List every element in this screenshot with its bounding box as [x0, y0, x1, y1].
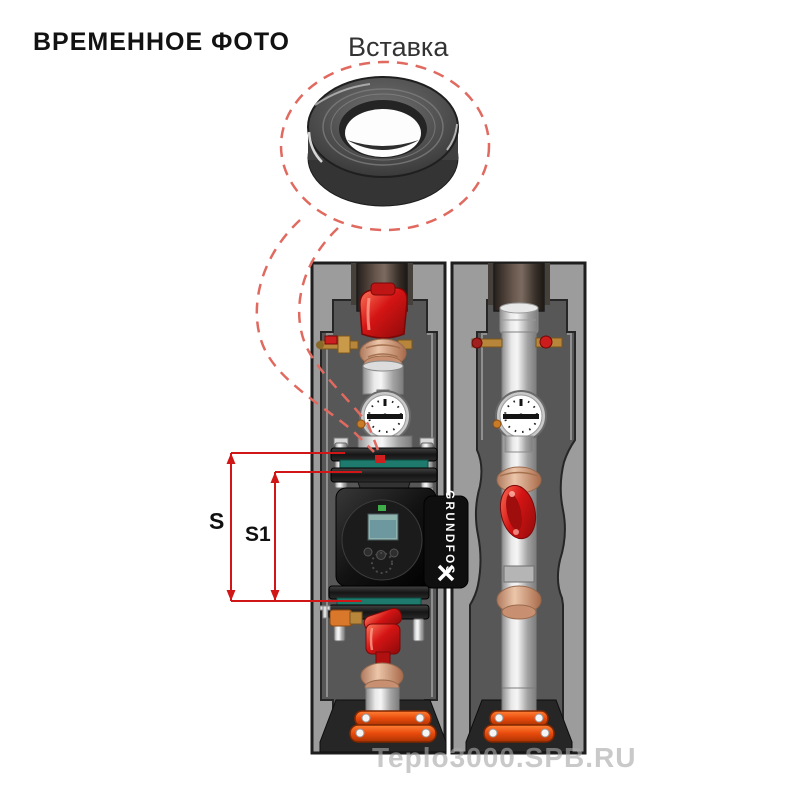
ball-valve-top-icon — [359, 282, 408, 339]
insert-callout-label: Вставка — [348, 32, 449, 62]
insulation-ring-icon — [307, 76, 459, 207]
grundfos-logo-icon — [437, 564, 455, 582]
dimension-s-label: S — [209, 508, 225, 534]
dimension-s1-label: S1 — [245, 523, 271, 546]
check-valve-red-icon — [499, 484, 537, 540]
clamp-coupling-right-icon — [483, 710, 555, 743]
callout-dashed-lines — [255, 60, 491, 453]
sensor-fitting-left-icon — [316, 335, 359, 354]
sensor-fitting-right-column-right-icon — [535, 335, 563, 349]
sensor-fitting-right-column-left-icon — [471, 337, 503, 349]
callout-target-dot — [375, 455, 385, 463]
pipe-section — [362, 360, 404, 395]
union-nut-right-bottom-icon — [496, 585, 542, 620]
thermometer-gauge-right-icon — [492, 390, 547, 453]
watermark-text: Teplo3000.SPB.RU — [372, 742, 637, 773]
page-title: ВРЕМЕННОЕ ФОТО — [33, 28, 290, 56]
dimension-arrowheads — [226, 453, 280, 601]
drain-valve-icon — [319, 605, 363, 627]
dimension-lines — [230, 452, 362, 602]
thermometer-gauge-left-icon — [356, 389, 411, 442]
pump-brand-label: GRUNDFOS — [443, 490, 455, 576]
pipe-collar-right — [503, 565, 535, 583]
clamp-coupling-left-icon — [349, 710, 437, 743]
grundfos-pump-icon: GRUNDFOS — [335, 481, 469, 593]
